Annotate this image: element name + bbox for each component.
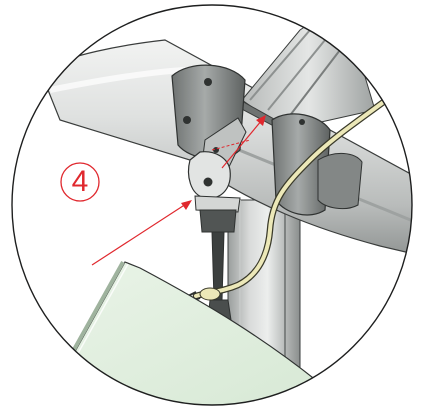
- guide-arrows: [91, 115, 266, 266]
- step-number: 4: [71, 165, 89, 198]
- rope: [179, 66, 412, 305]
- detail-circle-frame: [11, 4, 413, 406]
- step-callout-circle: [60, 162, 100, 202]
